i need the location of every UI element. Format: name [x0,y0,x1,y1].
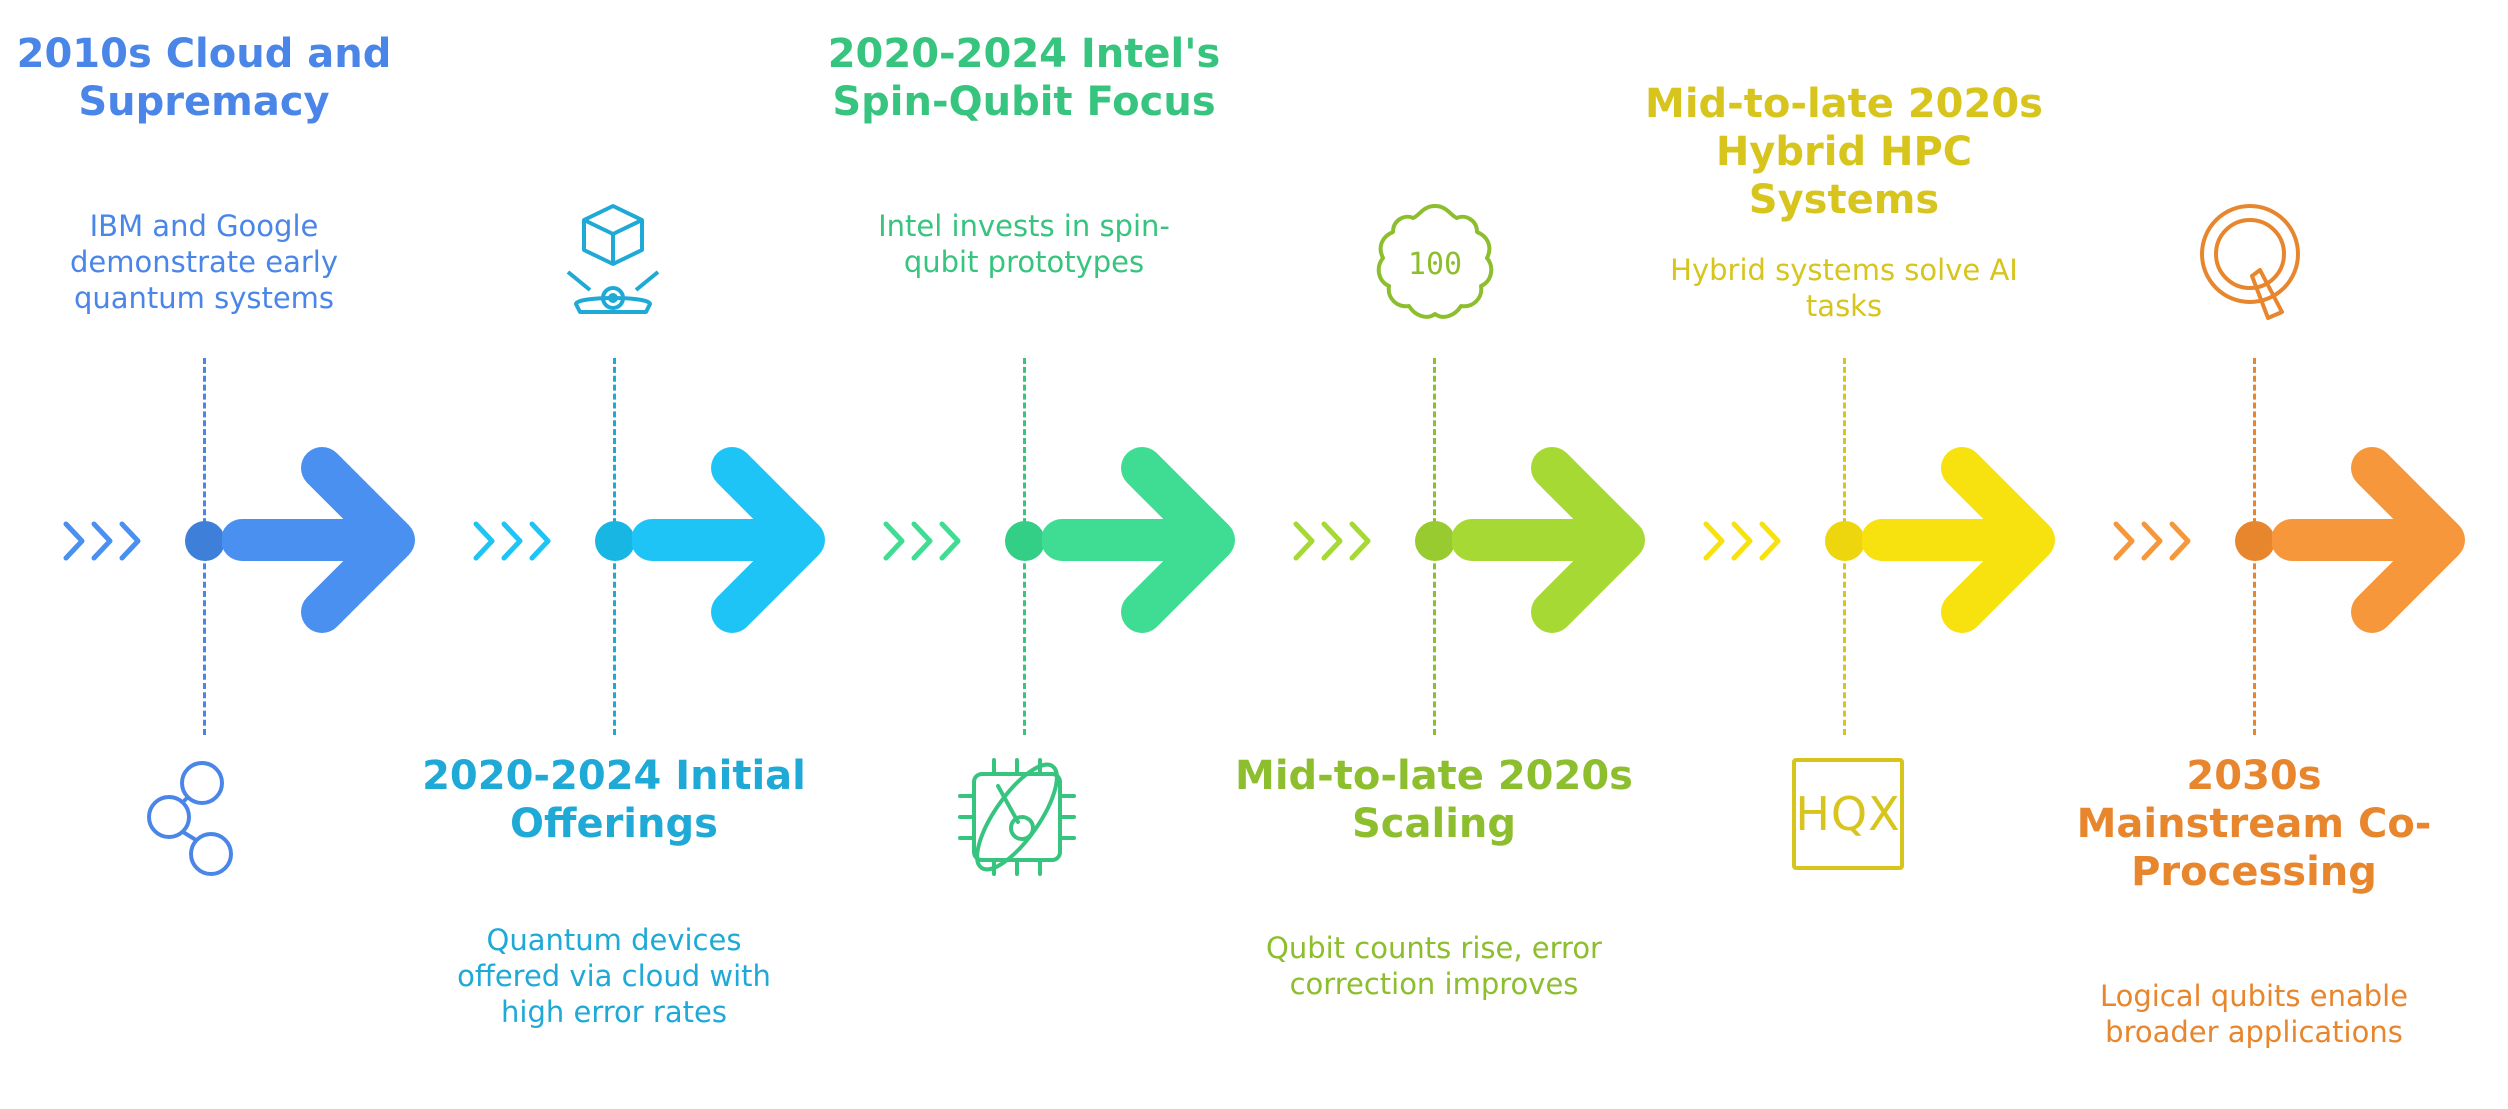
timeline-node [2235,521,2275,561]
milestone-description: Qubit counts rise, error correction impr… [1266,931,1602,1001]
milestone-title: 2020-2024 Initial Offerings [422,753,806,847]
chevrons-icon [883,521,961,561]
chevrons-icon [1703,521,1781,561]
hqx-logo-icon: HQX [1792,758,1904,870]
milestone-title: 2010s Cloud and Supremacy [16,31,392,125]
dashed-connector-bottom [2253,545,2256,735]
arrow-right-icon [1452,447,1645,633]
q-circle-icon [2200,204,2300,320]
milestone-title: Mid-to-late 2020s Scaling [1235,753,1633,847]
chevrons-icon [63,521,141,561]
arrow-right-icon [2272,447,2465,633]
dashed-connector-top [613,358,616,533]
dashed-connector-bottom [613,545,616,735]
chevrons-icon [2113,521,2191,561]
milestone-title: 2030s Mainstream Co-Processing [2076,753,2432,895]
dashed-connector-bottom [1843,545,1846,735]
milestone-2020-2024-initial-offerings: 2020-2024 Initial Offerings Quantum devi… [410,0,825,1109]
milestone-2020-2024-intel-spin-qubit: 2020-2024 Intel's Spin-Qubit Focus Intel… [820,0,1235,1109]
orbit-chip-icon [958,758,1076,876]
milestone-description: Logical qubits enable broader applicatio… [2099,979,2409,1049]
milestone-description: Quantum devices offered via cloud with h… [457,923,771,1029]
arrow-right-icon [222,447,415,633]
dashed-connector-top [1843,358,1846,533]
milestone-title: 2020-2024 Intel's Spin-Qubit Focus [827,31,1221,125]
hologram-cube-icon [566,204,660,314]
milestone-description: IBM and Google demonstrate early quantum… [70,209,338,315]
chevrons-icon [1293,521,1371,561]
timeline-node [1825,521,1865,561]
dashed-connector-bottom [1023,545,1026,735]
milestone-2030s-mainstream-co-processing: 2030s Mainstream Co-Processing Logical q… [2050,0,2465,1109]
dashed-connector-bottom [203,545,206,735]
timeline-node [595,521,635,561]
timeline-node [1415,521,1455,561]
cloud-badge-icon: 100 [1376,204,1494,319]
milestone-description: Hybrid systems solve AI tasks [1670,253,2018,323]
arrow-right-icon [632,447,825,633]
dashed-connector-top [203,358,206,533]
chevrons-icon [473,521,551,561]
milestone-hybrid-hpc-systems: Mid-to-late 2020s Hybrid HPC Systems Hyb… [1640,0,2055,1109]
hqx-logo-text: HQX [1795,787,1901,841]
molecule-link-icon [147,761,233,876]
timeline-node [1005,521,1045,561]
badge-number: 100 [1408,247,1462,282]
dashed-connector-top [2253,358,2256,533]
arrow-right-icon [1042,447,1235,633]
milestone-mid-to-late-2020s-scaling: 100 Mid-to-late 2020s Scaling Qubit coun… [1230,0,1645,1109]
dashed-connector-top [1023,358,1026,533]
milestone-title: Mid-to-late 2020s Hybrid HPC Systems [1645,81,2043,223]
timeline-node [185,521,225,561]
milestone-2010s-cloud-supremacy: 2010s Cloud and Supremacy IBM and Google… [0,0,415,1109]
dashed-connector-top [1433,358,1436,533]
arrow-right-icon [1862,447,2055,633]
milestone-description: Intel invests in spin-qubit prototypes [878,209,1170,279]
dashed-connector-bottom [1433,545,1436,735]
